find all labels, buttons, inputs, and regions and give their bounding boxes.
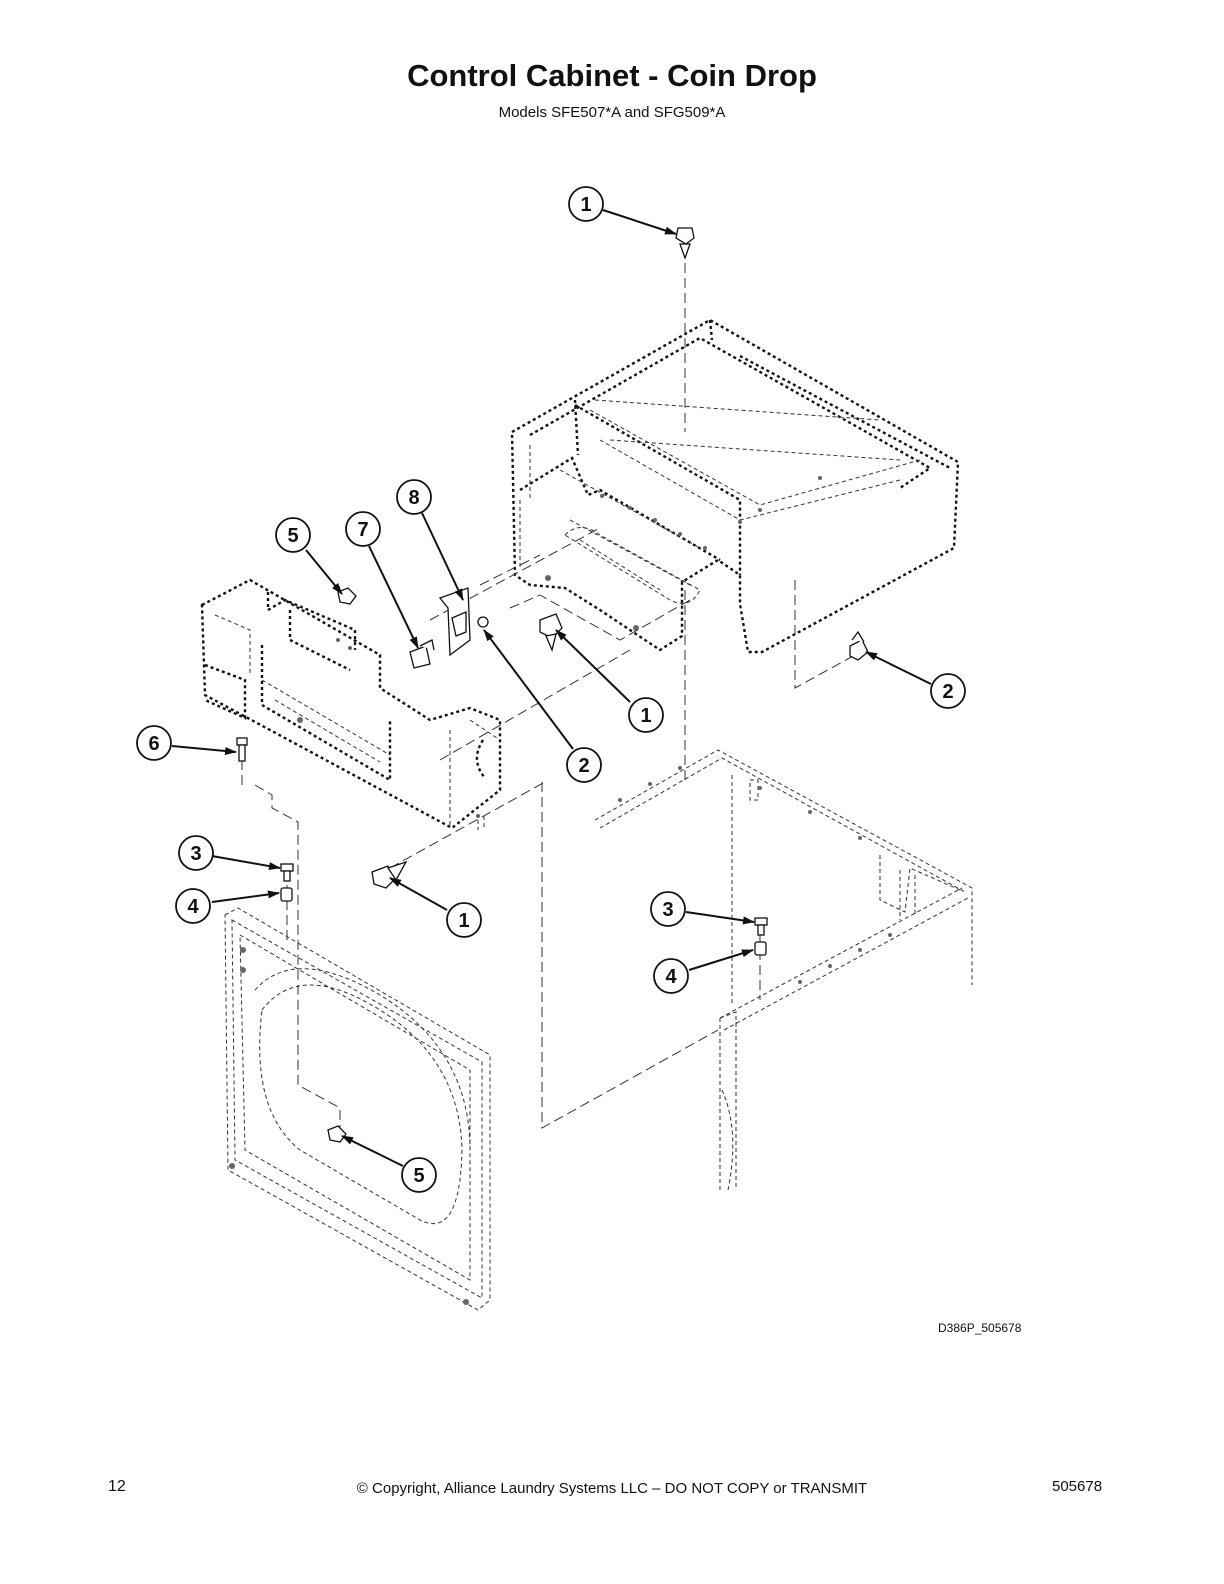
svg-text:3: 3 bbox=[662, 899, 673, 921]
callout-3-left: 3 bbox=[178, 835, 214, 871]
callout-1-low: 1 bbox=[446, 902, 482, 938]
part-clip-right bbox=[849, 630, 869, 661]
part-bracket-7 bbox=[409, 639, 435, 669]
callout-5-low: 5 bbox=[401, 1157, 437, 1193]
part-screw-3-right bbox=[754, 917, 768, 936]
part-nut-low bbox=[327, 1125, 347, 1143]
svg-text:7: 7 bbox=[357, 519, 368, 541]
coin-drop-box bbox=[200, 578, 502, 830]
svg-text:1: 1 bbox=[458, 910, 469, 932]
part-screw-3-left bbox=[280, 863, 294, 882]
callout-4-right: 4 bbox=[653, 958, 689, 994]
front-door-panel bbox=[224, 907, 491, 1311]
callout-8: 8 bbox=[396, 479, 432, 515]
svg-text:2: 2 bbox=[942, 681, 953, 703]
part-nut-top bbox=[337, 587, 357, 605]
svg-text:4: 4 bbox=[187, 896, 199, 918]
document-number: 505678 bbox=[1052, 1478, 1103, 1495]
drawing-id: D386P_505678 bbox=[938, 1321, 1022, 1335]
callout-4-left: 4 bbox=[175, 888, 211, 924]
callout-7: 7 bbox=[345, 511, 381, 547]
svg-text:5: 5 bbox=[287, 525, 298, 547]
part-spacer-4-left bbox=[280, 887, 293, 902]
svg-text:1: 1 bbox=[640, 705, 651, 727]
part-clip-mid bbox=[477, 616, 489, 628]
callout-3-right: 3 bbox=[650, 891, 686, 927]
page-subtitle: Models SFE507*A and SFG509*A bbox=[498, 104, 726, 121]
svg-text:2: 2 bbox=[578, 755, 589, 777]
svg-text:8: 8 bbox=[408, 487, 419, 509]
callout-1-top: 1 bbox=[568, 186, 604, 222]
svg-text:3: 3 bbox=[190, 843, 201, 865]
part-spacer-4-right bbox=[754, 941, 767, 956]
part-bracket-8 bbox=[438, 587, 471, 657]
callout-2-right: 2 bbox=[930, 673, 966, 709]
callout-1-mid: 1 bbox=[628, 697, 664, 733]
svg-text:4: 4 bbox=[665, 966, 677, 988]
leader-arrows bbox=[171, 209, 932, 1167]
copyright-notice: © Copyright, Alliance Laundry Systems LL… bbox=[356, 1480, 868, 1497]
page-title: Control Cabinet - Coin Drop bbox=[407, 58, 817, 93]
control-cabinet-top bbox=[510, 318, 960, 654]
svg-text:6: 6 bbox=[148, 733, 159, 755]
part-bolt-6 bbox=[236, 737, 248, 762]
part-screw-top bbox=[675, 227, 695, 260]
svg-text:5: 5 bbox=[413, 1165, 424, 1187]
page-number: 12 bbox=[108, 1478, 126, 1495]
assembly-lines bbox=[241, 248, 856, 1129]
lower-cabinet-frame bbox=[594, 749, 973, 1191]
callout-5-top: 5 bbox=[275, 517, 311, 553]
callout-2-mid: 2 bbox=[566, 747, 602, 783]
callout-6: 6 bbox=[136, 725, 172, 761]
svg-text:1: 1 bbox=[580, 194, 591, 216]
